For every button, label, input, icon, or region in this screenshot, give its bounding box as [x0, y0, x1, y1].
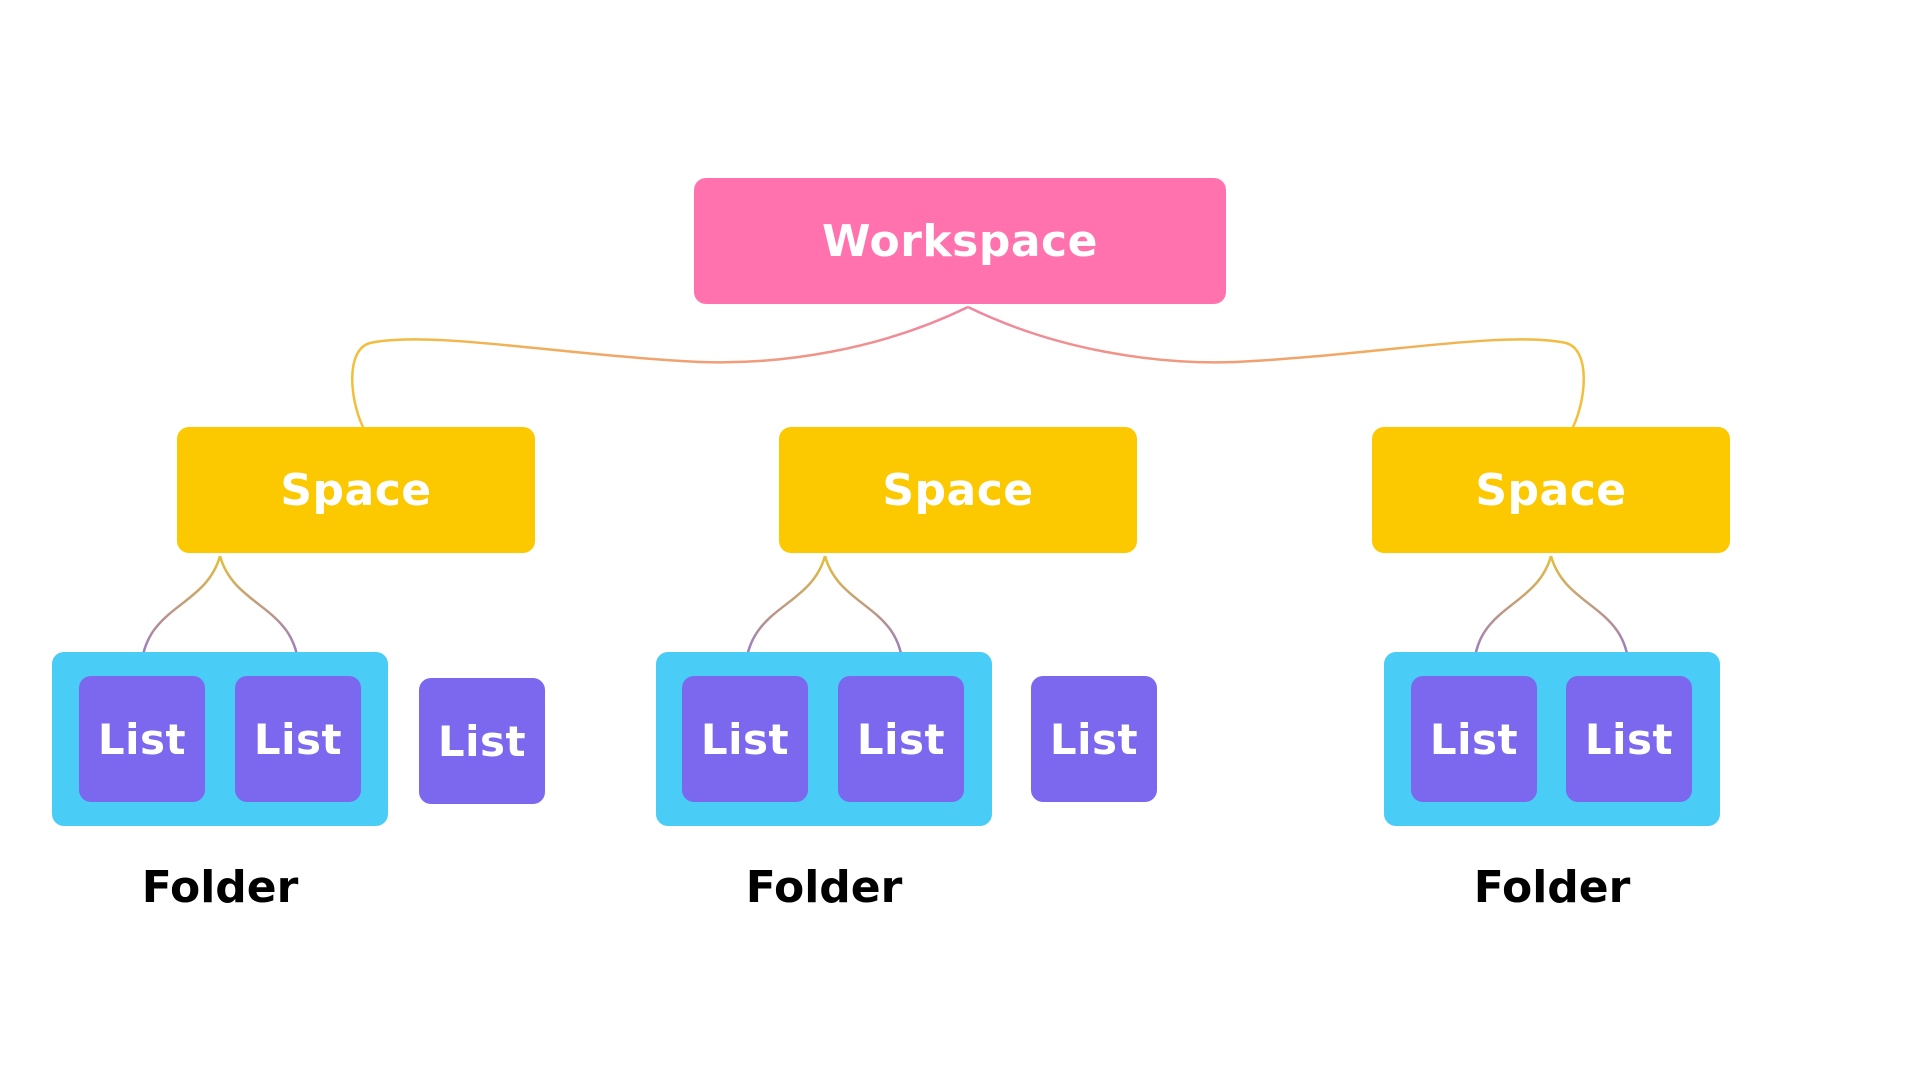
workspace-label: Workspace: [822, 215, 1098, 267]
workspace-node: Workspace: [694, 178, 1226, 304]
list-label: List: [1584, 714, 1674, 764]
standalone-list-node-1: List: [419, 678, 545, 804]
list-label: List: [97, 714, 187, 764]
list-node: List: [1566, 676, 1692, 802]
list-label: List: [437, 716, 527, 766]
connector-workspace-space-1: [351, 305, 969, 428]
space-label: Space: [882, 464, 1034, 516]
list-label: List: [253, 714, 343, 764]
space-label: Space: [280, 464, 432, 516]
list-label: List: [1429, 714, 1519, 764]
space-label: Space: [1475, 464, 1627, 516]
folder-container-3: List List: [1384, 652, 1720, 826]
folder-label-1: Folder: [141, 862, 299, 913]
standalone-list-node-2: List: [1031, 676, 1157, 802]
list-node: List: [79, 676, 205, 802]
space-node-3: Space: [1372, 427, 1730, 553]
list-node: List: [682, 676, 808, 802]
folder-label-3: Folder: [1473, 862, 1631, 913]
folder-label-2: Folder: [745, 862, 903, 913]
list-label: List: [856, 714, 946, 764]
folder-container-2: List List: [656, 652, 992, 826]
space-node-2: Space: [779, 427, 1137, 553]
list-label: List: [700, 714, 790, 764]
space-node-1: Space: [177, 427, 535, 553]
list-node: List: [838, 676, 964, 802]
folder-container-1: List List: [52, 652, 388, 826]
list-node: List: [1411, 676, 1537, 802]
connector-workspace-space-3: [967, 305, 1585, 428]
list-label: List: [1049, 714, 1139, 764]
list-node: List: [235, 676, 361, 802]
